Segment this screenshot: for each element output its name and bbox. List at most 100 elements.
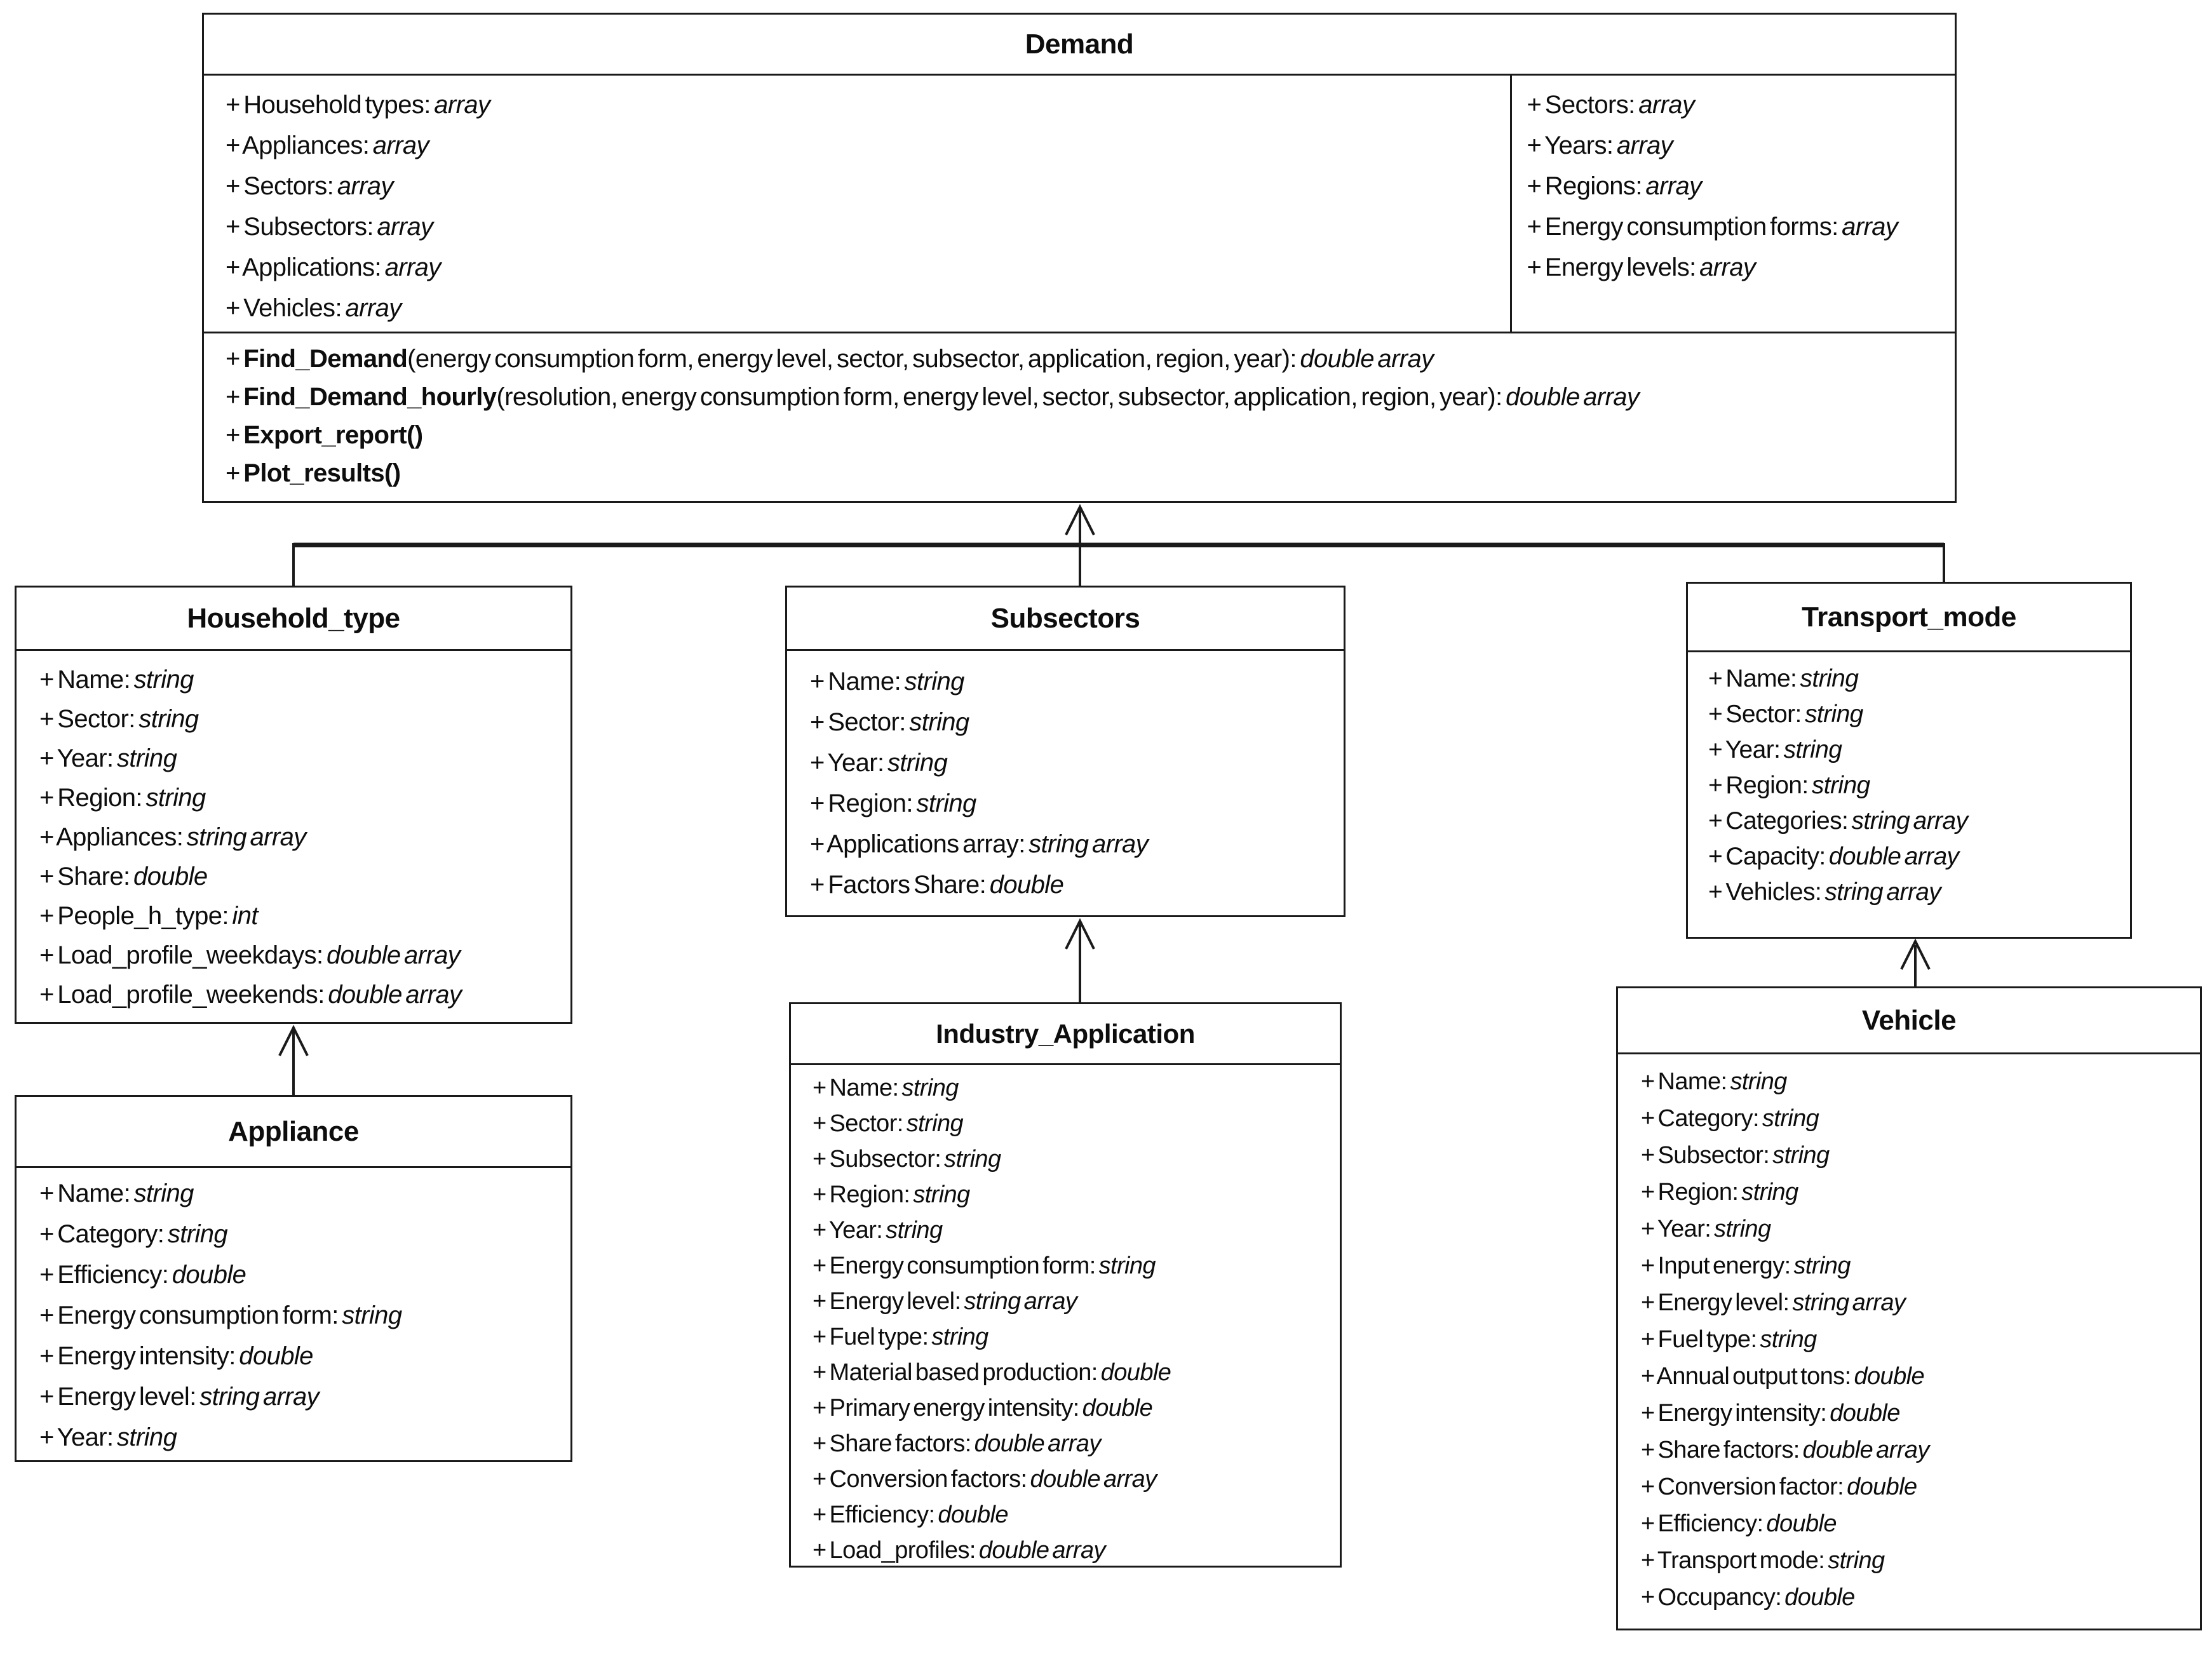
attribute-type: string [1730, 1068, 1787, 1095]
attribute-type: string [901, 1075, 959, 1101]
attribute-row: + Energy levels: array [1527, 247, 1949, 288]
attribute-name: + Energy intensity: [39, 1342, 239, 1370]
attribute-name: + Energy consumption form: [813, 1253, 1099, 1279]
attribute-row: + Applications array: string array [810, 824, 1339, 864]
attribute-row: + Category: string [1641, 1100, 2195, 1137]
attribute-row: + Appliances: array [226, 125, 1504, 166]
method-params: (resolution, energy consumption form, en… [496, 383, 1506, 411]
attribute-name: + Region: [1708, 772, 1812, 799]
attribute-name: + Vehicles: [226, 294, 346, 322]
attribute-row: + Vehicles: string array [1708, 875, 2125, 910]
attribute-row: + Primary energy intensity: double [813, 1390, 1335, 1426]
attribute-row: + Subsectors: array [226, 206, 1504, 247]
attribute-name: + Sector: [1708, 701, 1805, 728]
class-demand: Demand + Household types: array+ Applian… [202, 13, 1957, 503]
attribute-type: double array [1030, 1466, 1157, 1493]
attribute-type: string [1828, 1547, 1885, 1574]
attribute-name: + Share factors: [1641, 1437, 1803, 1463]
attribute-type: string [916, 789, 976, 817]
method-return-type: double array [1300, 345, 1434, 373]
attribute-type: string [1811, 772, 1870, 799]
class-title: Demand [204, 15, 1955, 76]
attribute-type: string [1783, 736, 1842, 763]
attribute-row: + Year: string [810, 742, 1339, 783]
attribute-type: array [434, 91, 490, 119]
attribute-name: + Year: [39, 744, 117, 772]
attribute-name: + Annual output tons: [1641, 1363, 1854, 1390]
attribute-row: + Fuel type: string [1641, 1321, 2195, 1358]
class-title: Appliance [17, 1097, 570, 1168]
attribute-row: + Transport mode: string [1641, 1542, 2195, 1579]
attribute-type: double [1784, 1584, 1855, 1611]
attribute-row: + Share factors: double array [1641, 1432, 2195, 1468]
attribute-name: + Conversion factors: [813, 1466, 1030, 1493]
attribute-type: double [1830, 1400, 1900, 1427]
attribute-type: string [138, 705, 199, 733]
attribute-row: + Energy intensity: double [1641, 1395, 2195, 1432]
class-subsectors: Subsectors + Name: string+ Sector: strin… [785, 586, 1345, 917]
attribute-name: + Material based production: [813, 1359, 1101, 1386]
attribute-name: + Share factors: [813, 1430, 974, 1457]
attribute-row: + Name: string [39, 1173, 565, 1214]
attribute-name: + Efficiency: [39, 1261, 172, 1289]
attribute-name: + Sector: [39, 705, 139, 733]
attribute-row: + Sector: string [39, 699, 565, 739]
attribute-type: string [1793, 1253, 1851, 1279]
attribute-name: + Transport mode: [1641, 1547, 1828, 1574]
attribute-row: + Capacity: double array [1708, 839, 2125, 875]
attribute-type: double array [978, 1537, 1106, 1564]
attribute-name: + Subsectors: [226, 213, 377, 241]
class-attributes: + Name: string+ Sector: string+ Year: st… [1688, 652, 2130, 937]
attribute-name: + Region: [813, 1181, 914, 1208]
attribute-name: + Sector: [810, 708, 910, 736]
attribute-type: string [913, 1181, 970, 1208]
attribute-type: string [909, 708, 969, 736]
attribute-row: + Share factors: double array [813, 1426, 1335, 1461]
attribute-row: + Energy level: string array [1641, 1284, 2195, 1321]
demand-attributes-right: + Sectors: array+ Years: array+ Regions:… [1512, 76, 1955, 332]
attribute-name: + Sectors: [226, 172, 337, 200]
attribute-type: double [1854, 1363, 1924, 1390]
attribute-name: + Energy intensity: [1641, 1400, 1830, 1427]
attribute-name: + Sector: [813, 1110, 907, 1137]
attribute-row: + Regions: array [1527, 166, 1949, 206]
attribute-row: + Region: string [810, 783, 1339, 824]
attribute-name: + Factors Share: [810, 871, 990, 899]
attribute-name: + Load_profile_weekends: [39, 981, 328, 1009]
attribute-name: + Name: [813, 1075, 902, 1101]
attribute-name: + Appliances: [39, 823, 187, 851]
attribute-type: string array [1792, 1289, 1906, 1316]
attribute-name: + Energy consumption form: [39, 1301, 342, 1329]
attribute-name: + Energy level: [39, 1383, 200, 1411]
attribute-type: double [133, 863, 208, 890]
attribute-row: + Year: string [39, 1417, 565, 1458]
demand-attributes: + Household types: array+ Appliances: ar… [204, 76, 1955, 333]
method-name: Find_Demand_hourly [243, 383, 497, 411]
method-row: + Plot_results() [226, 454, 1948, 492]
attribute-row: + Category: string [39, 1214, 565, 1254]
attribute-row: + Share: double [39, 857, 565, 896]
attribute-type: string [167, 1220, 228, 1248]
attribute-type: string array [964, 1288, 1077, 1315]
attribute-row: + Year: string [1641, 1211, 2195, 1247]
attribute-name: + People_h_type: [39, 902, 233, 930]
attribute-row: + Subsector: string [813, 1141, 1335, 1177]
attribute-name: + Year: [810, 749, 887, 777]
method-visibility: + [226, 345, 244, 373]
attribute-name: + Category: [39, 1220, 168, 1248]
attribute-name: + Energy consumption forms: [1527, 213, 1842, 241]
class-vehicle: Vehicle + Name: string+ Category: string… [1616, 986, 2202, 1630]
attribute-name: + Regions: [1527, 172, 1646, 200]
attribute-name: + Years: [1527, 131, 1617, 159]
attribute-row: + Years: array [1527, 125, 1949, 166]
attribute-row: + Load_profile_weekends: double array [39, 975, 565, 1014]
attribute-row: + Name: string [1708, 661, 2125, 697]
attribute-name: + Applications array: [810, 830, 1029, 858]
attribute-type: double array [328, 981, 462, 1009]
attribute-name: + Conversion factor: [1641, 1474, 1847, 1500]
attribute-type: string [117, 1423, 177, 1451]
attribute-type: string array [1851, 807, 1968, 835]
attribute-row: + Categories: string array [1708, 803, 2125, 839]
attribute-name: + Efficiency: [813, 1501, 938, 1528]
